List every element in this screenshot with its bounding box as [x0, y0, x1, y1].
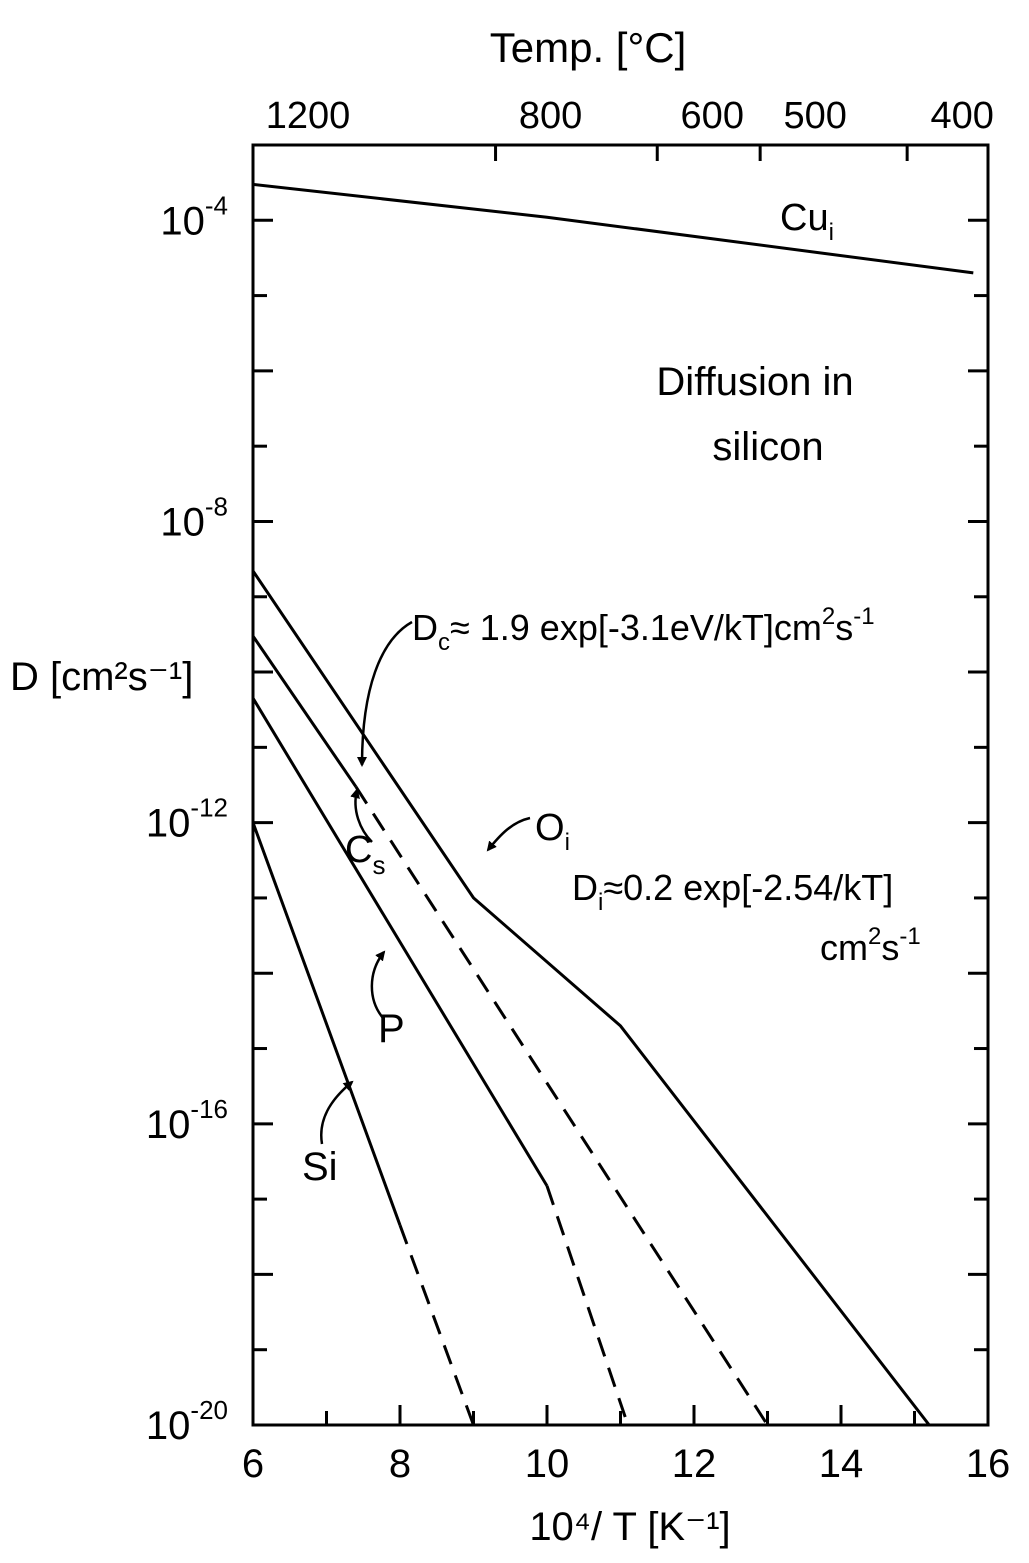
top-tick-label: 1200 [266, 95, 351, 137]
y-tick-label: 10-16 [146, 1094, 228, 1147]
series-layer [251, 182, 974, 1426]
top-tick-label: 600 [681, 95, 744, 137]
x-tick-label: 14 [819, 1442, 864, 1486]
cu-label: Cui [780, 197, 834, 246]
p-pointer-arrow [370, 950, 386, 1019]
dc-pointer-arrow [357, 620, 413, 767]
x-tick-label: 12 [672, 1442, 717, 1486]
oi-label: Oi [535, 807, 570, 856]
top-tick-label: 800 [519, 95, 582, 137]
di-unit: cm2s-1 [820, 923, 921, 968]
y-tick-label: 10-12 [146, 793, 228, 846]
x-tick-label: 8 [389, 1442, 411, 1486]
di-equation: Di≈0.2 exp[-2.54/kT] [572, 867, 893, 916]
x-tick-label: 10 [525, 1442, 570, 1486]
top-axis-title: Temp. [°C] [490, 24, 687, 71]
oi-pointer-arrow [486, 816, 531, 852]
x-axis-title: 10⁴/ T [K⁻¹] [529, 1505, 730, 1549]
series-line-solid [251, 635, 358, 788]
y-tick-label: 10-4 [160, 190, 228, 243]
cs-pointer-arrow [350, 788, 373, 843]
chart-note-line2: silicon [712, 425, 823, 469]
y-tick-label: 10-20 [146, 1395, 228, 1448]
top-tick-label: 400 [930, 95, 993, 137]
top-tick-label: 500 [783, 95, 846, 137]
series-line-dashed [398, 1224, 475, 1426]
dc-equation: Dc≈ 1.9 exp[-3.1eV/kT]cm2s-1 [412, 603, 875, 656]
tick-labels: 10-4 10-8 10-12 10-16 10-20 6 8 10 12 14 16 1200 800… [146, 95, 1010, 1486]
si-pointer-arrow [320, 1080, 354, 1145]
si-label: Si [302, 1145, 338, 1189]
series-line-dashed [545, 1185, 630, 1426]
plot-frame [251, 143, 990, 1427]
series-line-solid [251, 570, 931, 1426]
series-line-solid [252, 182, 974, 275]
chart-note-line1: Diffusion in [656, 360, 853, 404]
series-line-solid [251, 822, 402, 1226]
x-tick-label: 6 [242, 1442, 264, 1486]
cs-label: Cs [345, 829, 385, 880]
axis-ticks [253, 145, 988, 1425]
y-tick-label: 10-8 [160, 491, 228, 544]
series-line-solid [251, 697, 549, 1187]
y-axis-title: D [cm²s⁻¹] [10, 655, 193, 699]
p-label: P [378, 1007, 405, 1051]
x-tick-label: 16 [966, 1442, 1011, 1486]
